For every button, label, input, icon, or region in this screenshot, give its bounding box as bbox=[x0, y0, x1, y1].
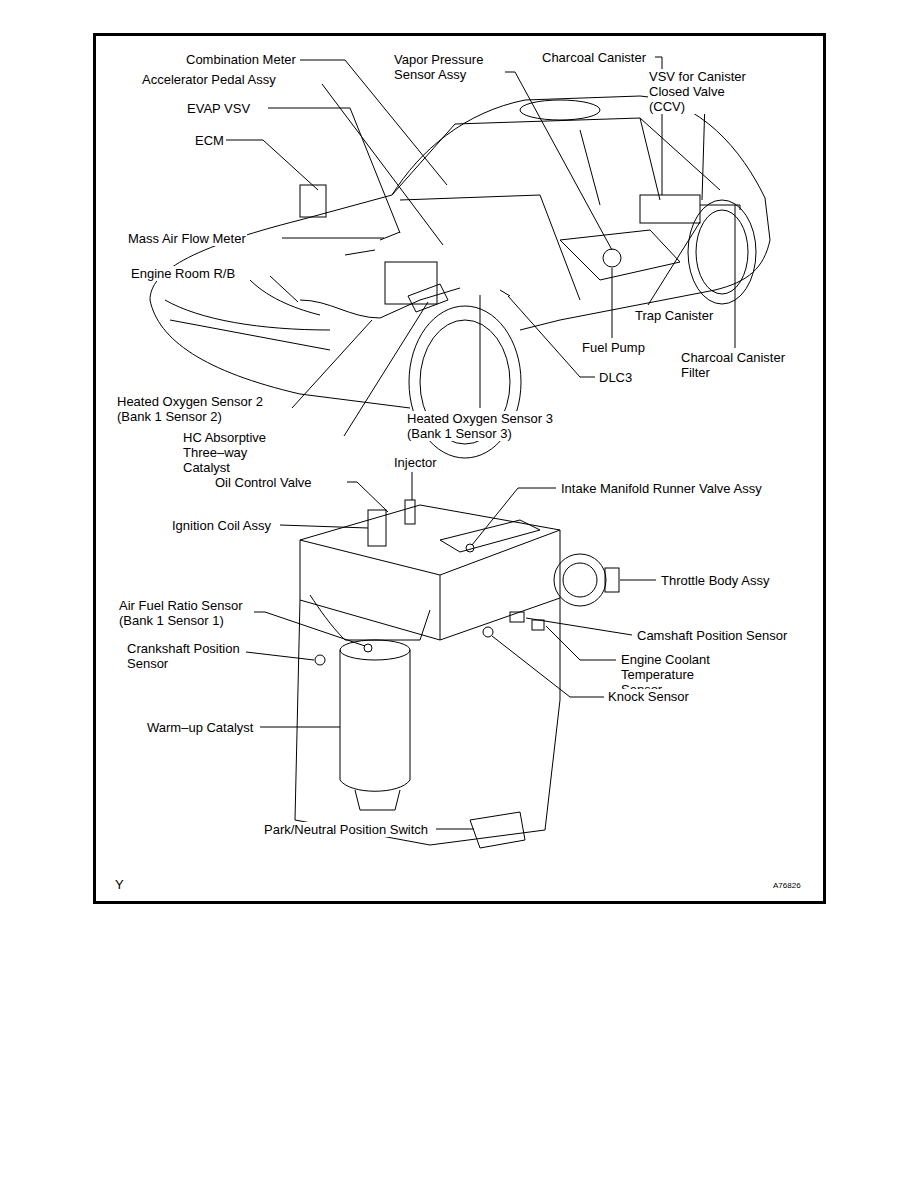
part-label: Air Fuel Ratio Sensor (Bank 1 Sensor 1) bbox=[118, 598, 247, 628]
part-label: Charcoal Canister bbox=[541, 50, 647, 65]
part-label: Heated Oxygen Sensor 3 (Bank 1 Sensor 3) bbox=[406, 411, 557, 441]
part-label: Mass Air Flow Meter bbox=[127, 231, 247, 246]
part-label: Park/Neutral Position Switch bbox=[263, 822, 429, 837]
part-label: EVAP VSV bbox=[186, 101, 251, 116]
part-label: Fuel Pump bbox=[581, 340, 646, 355]
part-label: Warm–up Catalyst bbox=[146, 720, 254, 735]
part-label: Camshaft Position Sensor bbox=[636, 628, 788, 643]
part-label: Injector bbox=[393, 455, 438, 470]
part-label: ECM bbox=[194, 133, 225, 148]
part-label: Oil Control Valve bbox=[214, 475, 313, 490]
part-label: Knock Sensor bbox=[607, 689, 690, 704]
frame bbox=[95, 35, 825, 903]
part-label: Accelerator Pedal Assy bbox=[141, 72, 277, 87]
part-label: Intake Manifold Runner Valve Assy bbox=[560, 481, 763, 496]
part-label: Throttle Body Assy bbox=[660, 573, 770, 588]
part-label: A76826 bbox=[772, 881, 802, 890]
part-label: Vapor Pressure Sensor Assy bbox=[393, 52, 488, 82]
part-label: Y bbox=[114, 877, 125, 892]
part-label: Charcoal Canister Filter bbox=[680, 350, 790, 380]
part-label: Ignition Coil Assy bbox=[171, 518, 272, 533]
part-label: Engine Room R/B bbox=[130, 266, 236, 281]
part-label: Combination Meter bbox=[185, 52, 297, 67]
part-label: VSV for Canister Closed Valve (CCV) bbox=[648, 69, 750, 114]
part-label: Trap Canister bbox=[634, 308, 714, 323]
part-label: Heated Oxygen Sensor 2 (Bank 1 Sensor 2) bbox=[116, 394, 267, 424]
part-label: Crankshaft Position Sensor bbox=[126, 641, 244, 671]
engine-drawing bbox=[295, 500, 619, 848]
part-label: DLC3 bbox=[598, 370, 633, 385]
leader-lines bbox=[226, 57, 735, 829]
part-label: HC Absorptive Three–way Catalyst bbox=[182, 430, 271, 475]
